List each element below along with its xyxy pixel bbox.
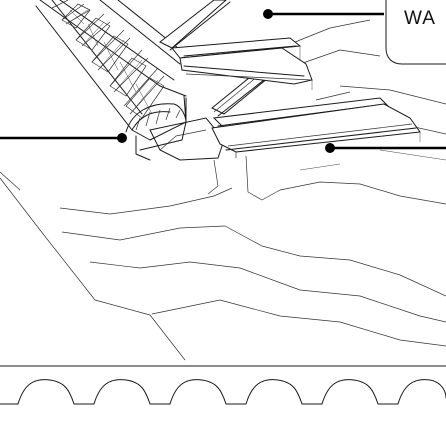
callout-label: WA (404, 8, 436, 29)
leader-dot-bottom (325, 143, 335, 153)
bridge-landing-platform (139, 95, 225, 161)
callout-leaders (0, 9, 446, 153)
leader-dot-left (117, 133, 127, 143)
truss-bridge (35, 0, 189, 161)
callout-box: WA (385, 0, 446, 65)
switchback-ramps (159, 0, 421, 158)
leader-dot-top (263, 9, 273, 19)
arch-foundation-strip (0, 379, 446, 405)
